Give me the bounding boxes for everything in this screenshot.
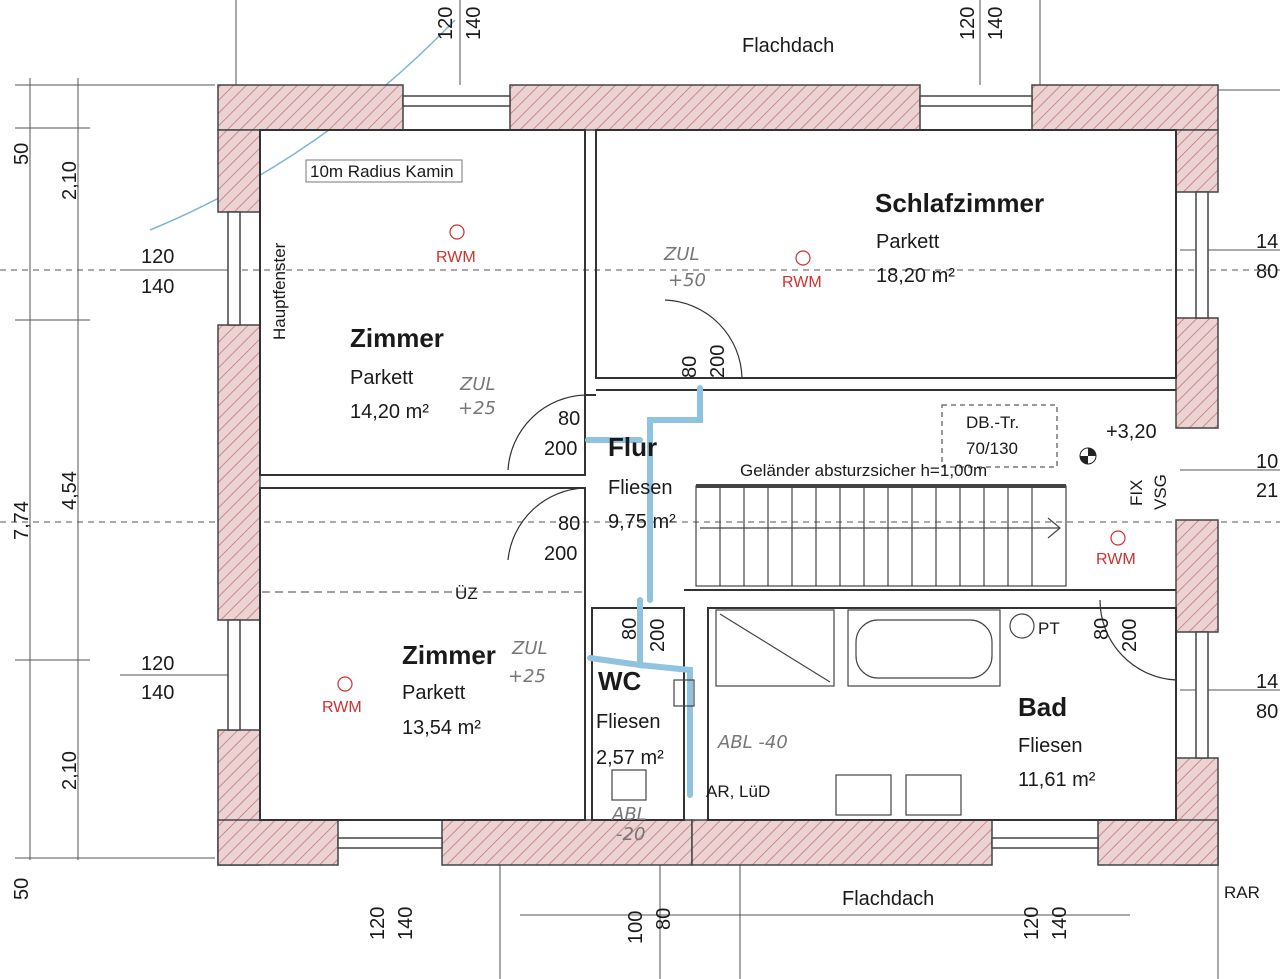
dim-140-bottom-right: 140 bbox=[1049, 907, 1071, 940]
dim-140-bottom-left: 140 bbox=[395, 907, 417, 940]
db-tr-label-2: 70/130 bbox=[966, 439, 1018, 458]
dim-210-bottom: 2,10 bbox=[59, 751, 81, 790]
hand-abl: ABL bbox=[611, 804, 647, 825]
dim-50-top: 50 bbox=[11, 143, 33, 165]
dim-80-door-sz: 80 bbox=[679, 356, 701, 378]
schlafzimmer-area: 18,20 m² bbox=[876, 265, 955, 287]
gelaender-label: Geländer absturzsicher h=1,00m bbox=[740, 461, 987, 480]
wc-name: WC bbox=[598, 666, 642, 696]
wc-area: 2,57 m² bbox=[596, 747, 664, 769]
walls bbox=[217, 84, 1219, 866]
dim-80-door-wc: 80 bbox=[619, 618, 641, 640]
zimmer-top-name: Zimmer bbox=[350, 323, 444, 353]
dim-120-left-top: 120 bbox=[141, 246, 174, 268]
hand-p25-2: +25 bbox=[508, 666, 546, 687]
zimmer-top-area: 14,20 m² bbox=[350, 401, 429, 423]
dim-100-bottom: 100 bbox=[625, 911, 647, 944]
dim-200-door-z1: 200 bbox=[544, 438, 577, 460]
dim-120-top-left: 120 bbox=[435, 7, 457, 40]
dim-200-door-bad: 200 bbox=[1119, 619, 1141, 652]
dim-140-top-right: 140 bbox=[985, 7, 1007, 40]
zimmer-bottom-area: 13,54 m² bbox=[402, 717, 481, 739]
dim-140-top-left: 140 bbox=[463, 7, 485, 40]
vsg-label: VSG bbox=[1151, 474, 1170, 510]
dim-140-left-top: 140 bbox=[141, 276, 174, 298]
dim-50-bottom: 50 bbox=[11, 878, 33, 900]
flachdach-bottom-label: Flachdach bbox=[842, 888, 934, 910]
radius-label: 10m Radius Kamin bbox=[310, 162, 454, 181]
rwm-label-4: RWM bbox=[1096, 551, 1136, 568]
hand-zul-1: ZUL bbox=[663, 244, 700, 265]
dim-454: 4,54 bbox=[59, 471, 81, 510]
dim-120-bottom-left: 120 bbox=[367, 907, 389, 940]
hand-zul-3: ZUL bbox=[511, 638, 548, 659]
dim-21-right: 21 bbox=[1256, 480, 1278, 502]
zimmer-top-floor: Parkett bbox=[350, 367, 414, 389]
dim-14-right-bottom: 14 bbox=[1256, 671, 1278, 693]
hand-m20: -20 bbox=[616, 824, 645, 845]
db-tr-label-1: DB.-Tr. bbox=[966, 413, 1019, 432]
fixtures bbox=[611, 609, 1035, 816]
dim-10-right: 10 bbox=[1256, 451, 1278, 473]
bad-floor: Fliesen bbox=[1018, 735, 1082, 757]
radius-arc bbox=[149, 19, 456, 231]
dim-200-door-sz: 200 bbox=[707, 345, 729, 378]
dim-200-door-wc: 200 bbox=[647, 619, 669, 652]
schlafzimmer-floor: Parkett bbox=[876, 231, 940, 253]
hand-zul-2: ZUL bbox=[459, 374, 496, 395]
dim-120-top-right: 120 bbox=[957, 7, 979, 40]
hand-p50: +50 bbox=[668, 270, 706, 291]
zimmer-bottom-name: Zimmer bbox=[402, 640, 496, 670]
flur-area: 9,75 m² bbox=[608, 511, 676, 533]
doors bbox=[507, 299, 1177, 681]
dim-120-bottom-right: 120 bbox=[1021, 907, 1043, 940]
ar-label: AR, LüD bbox=[706, 782, 770, 801]
schlafzimmer-name: Schlafzimmer bbox=[875, 188, 1044, 218]
hand-abl40: ABL -40 bbox=[717, 732, 788, 753]
rwm-symbols bbox=[337, 224, 1126, 692]
rar-label: RAR bbox=[1224, 883, 1260, 902]
dim-80-door-z2: 80 bbox=[558, 513, 580, 535]
db-tr-box bbox=[941, 404, 1058, 468]
flur-name: Flur bbox=[608, 432, 657, 462]
dim-80-door-z1: 80 bbox=[558, 408, 580, 430]
rwm-label-2: RWM bbox=[782, 274, 822, 291]
dim-140-left-bottom: 140 bbox=[141, 682, 174, 704]
zimmer-bottom-floor: Parkett bbox=[402, 682, 466, 704]
dim-774: 7,74 bbox=[11, 501, 33, 540]
bad-area: 11,61 m² bbox=[1018, 769, 1096, 791]
pt-label: PT bbox=[1038, 619, 1060, 638]
wc-floor: Fliesen bbox=[596, 711, 660, 733]
interior-walls bbox=[259, 129, 1177, 821]
flachdach-top-label: Flachdach bbox=[742, 35, 834, 57]
dim-80-door-bad: 80 bbox=[1091, 618, 1113, 640]
dim-120-left-bottom: 120 bbox=[141, 653, 174, 675]
flur-floor: Fliesen bbox=[608, 477, 672, 499]
dim-210-top: 2,10 bbox=[59, 161, 81, 200]
bad-name: Bad bbox=[1018, 692, 1067, 722]
stairs bbox=[695, 484, 1067, 587]
rwm-label-1: RWM bbox=[436, 249, 476, 266]
elevation-symbol bbox=[1079, 447, 1097, 465]
dim-80-right-bottom: 80 bbox=[1256, 701, 1278, 723]
elevation-label: +3,20 bbox=[1106, 421, 1157, 443]
dim-80-right-top: 80 bbox=[1256, 261, 1278, 283]
hand-p25-1: +25 bbox=[458, 398, 496, 419]
dim-80-bottom: 80 bbox=[653, 908, 675, 930]
dim-14-right-top: 14 bbox=[1256, 231, 1278, 253]
dim-200-door-z2: 200 bbox=[544, 543, 577, 565]
fix-label: FIX bbox=[1127, 480, 1146, 506]
radius-label-box bbox=[305, 159, 463, 183]
ventilation-ducts bbox=[585, 385, 703, 798]
rwm-label-3: RWM bbox=[322, 699, 362, 716]
hauptfenster-label: Hauptfenster bbox=[270, 242, 289, 340]
uez-label: ÜZ bbox=[455, 584, 478, 603]
